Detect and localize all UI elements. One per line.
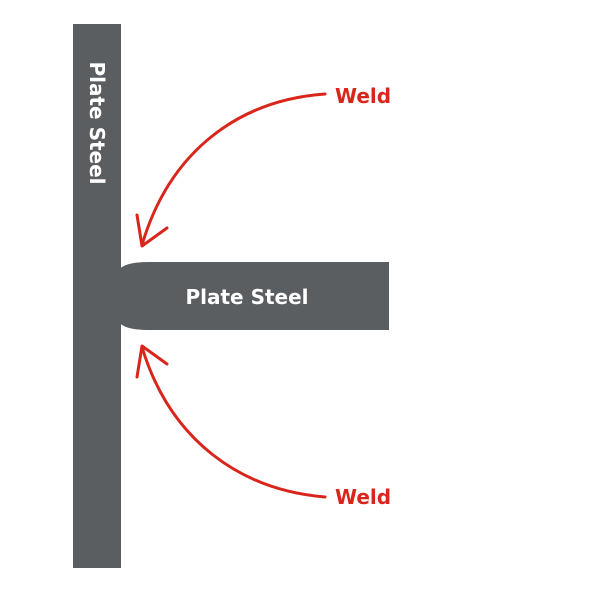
vertical-plate-label: Plate Steel [85,61,109,184]
horizontal-plate [119,262,389,330]
horizontal-plate-label: Plate Steel [185,285,308,309]
weld-arrow-top [140,92,327,247]
weld-arrow-bottom [140,345,327,499]
weld-arrowhead-top [135,213,169,248]
weld-label-bottom: Weld [335,485,391,509]
weld-arrowhead-bottom [135,344,169,379]
weld-label-top: Weld [335,84,391,108]
vertical-plate [73,24,121,568]
